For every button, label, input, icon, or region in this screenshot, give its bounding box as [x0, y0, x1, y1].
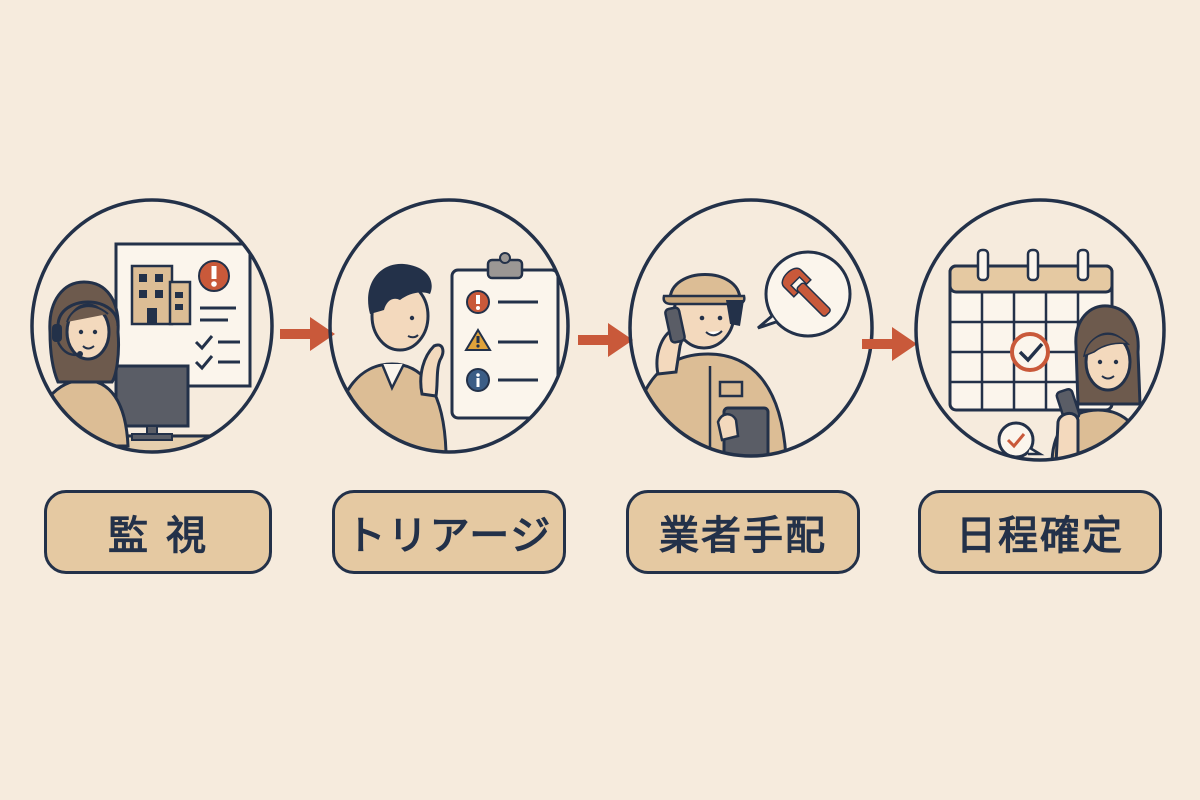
tablet-icon — [716, 406, 770, 456]
monitor-icon — [114, 364, 190, 441]
step-label-vendor: 業者手配 — [626, 490, 860, 574]
vendor-illustration — [628, 198, 874, 458]
wrench-icon — [757, 250, 852, 338]
step-label-monitoring: 監 視 — [44, 490, 272, 574]
triage-illustration — [328, 198, 570, 454]
warning-icon — [464, 328, 492, 351]
confirmed-bubble-icon — [997, 421, 1045, 459]
flow-arrow-3 — [862, 327, 917, 361]
step-label-triage: トリアージ — [332, 490, 566, 574]
flow-arrow-1 — [280, 317, 335, 351]
info-icon — [466, 368, 490, 392]
thinking-person-icon — [332, 263, 448, 452]
monitoring-illustration — [30, 198, 274, 454]
schedule-illustration — [914, 198, 1166, 462]
error-icon — [466, 290, 490, 314]
alert-icon — [198, 260, 230, 292]
check-icon — [1010, 332, 1050, 372]
phone-icon — [655, 306, 686, 376]
checklist-icon — [194, 335, 240, 371]
clipboard-icon — [450, 252, 560, 420]
building-icon — [130, 264, 192, 326]
smartphone-icon — [1050, 304, 1148, 460]
flow-arrow-2 — [578, 323, 633, 357]
step-label-schedule: 日程確定 — [918, 490, 1162, 574]
operator-headset-icon — [32, 280, 130, 448]
